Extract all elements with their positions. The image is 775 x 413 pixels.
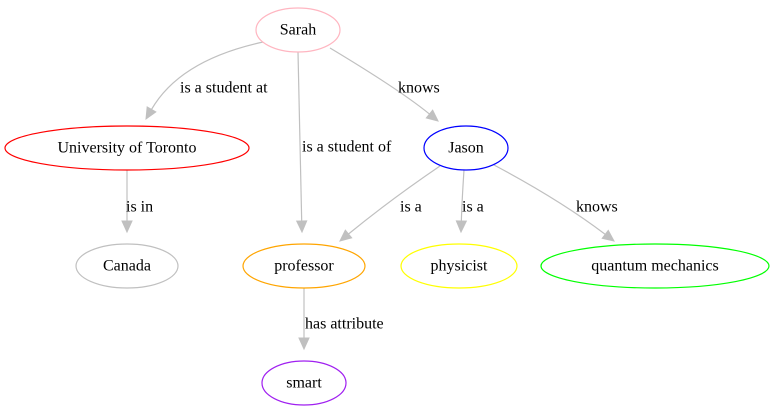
node-label: physicist: [431, 258, 488, 275]
arrowhead-icon: [145, 106, 157, 121]
edge-line: [297, 51, 303, 222]
arrowhead-icon: [121, 220, 133, 234]
edge-sarah-to-professor: is a student of: [295, 51, 392, 234]
edge-label: is a student at: [180, 80, 268, 97]
node-ellipse: [4, 125, 250, 171]
node-professor: professor: [242, 243, 366, 289]
edge-line: [493, 164, 606, 235]
arrowhead-icon: [455, 220, 468, 234]
edge-jason-to-qm: knows: [493, 164, 618, 242]
arrowhead-icon: [601, 229, 615, 242]
node-ellipse: [255, 7, 341, 53]
edges-layer: is a student at is a student of knows is in…: [121, 41, 618, 351]
edge-label: knows: [576, 199, 618, 216]
node-qm: quantum mechanics: [540, 243, 770, 289]
node-physicist: physicist: [400, 243, 518, 289]
edge-label: is in: [126, 199, 153, 216]
edge-label: is a: [400, 199, 422, 216]
node-label: University of Toronto: [57, 140, 196, 157]
edge-sarah-to-uoft: is a student at: [145, 41, 268, 121]
node-smart: smart: [261, 360, 347, 406]
arrowhead-icon: [425, 109, 439, 122]
node-ellipse: [261, 360, 347, 406]
node-canada: Canada: [75, 243, 179, 289]
node-label: Jason: [448, 140, 484, 157]
edge-label: is a: [462, 199, 484, 216]
edge-jason-to-physicist: is a: [455, 169, 484, 234]
node-ellipse: [75, 243, 179, 289]
edge-line: [348, 165, 441, 235]
arrowhead-icon: [295, 220, 308, 234]
node-label: quantum mechanics: [591, 258, 719, 275]
edge-line: [460, 169, 465, 222]
node-label: Canada: [103, 258, 151, 275]
node-label: smart: [286, 375, 322, 392]
node-ellipse: [540, 243, 770, 289]
node-ellipse: [423, 125, 509, 171]
edge-label: is a student of: [302, 139, 392, 156]
edge-uoft-to-canada: is in: [121, 170, 153, 234]
edge-label: knows: [398, 80, 440, 97]
node-uoft: University of Toronto: [4, 125, 250, 171]
edge-sarah-to-jason: knows: [329, 47, 440, 122]
node-label: Sarah: [280, 22, 316, 39]
edge-professor-to-smart: has attribute: [298, 287, 384, 351]
node-label: professor: [274, 258, 334, 275]
edge-line: [150, 41, 264, 110]
node-ellipse: [242, 243, 366, 289]
arrowhead-icon: [298, 337, 310, 351]
node-ellipse: [400, 243, 518, 289]
edge-jason-to-professor: is a: [339, 165, 441, 242]
node-sarah: Sarah: [255, 7, 341, 53]
arrowhead-icon: [339, 229, 353, 242]
node-jason: Jason: [423, 125, 509, 171]
edge-label: has attribute: [305, 316, 384, 333]
edge-line: [329, 47, 430, 115]
